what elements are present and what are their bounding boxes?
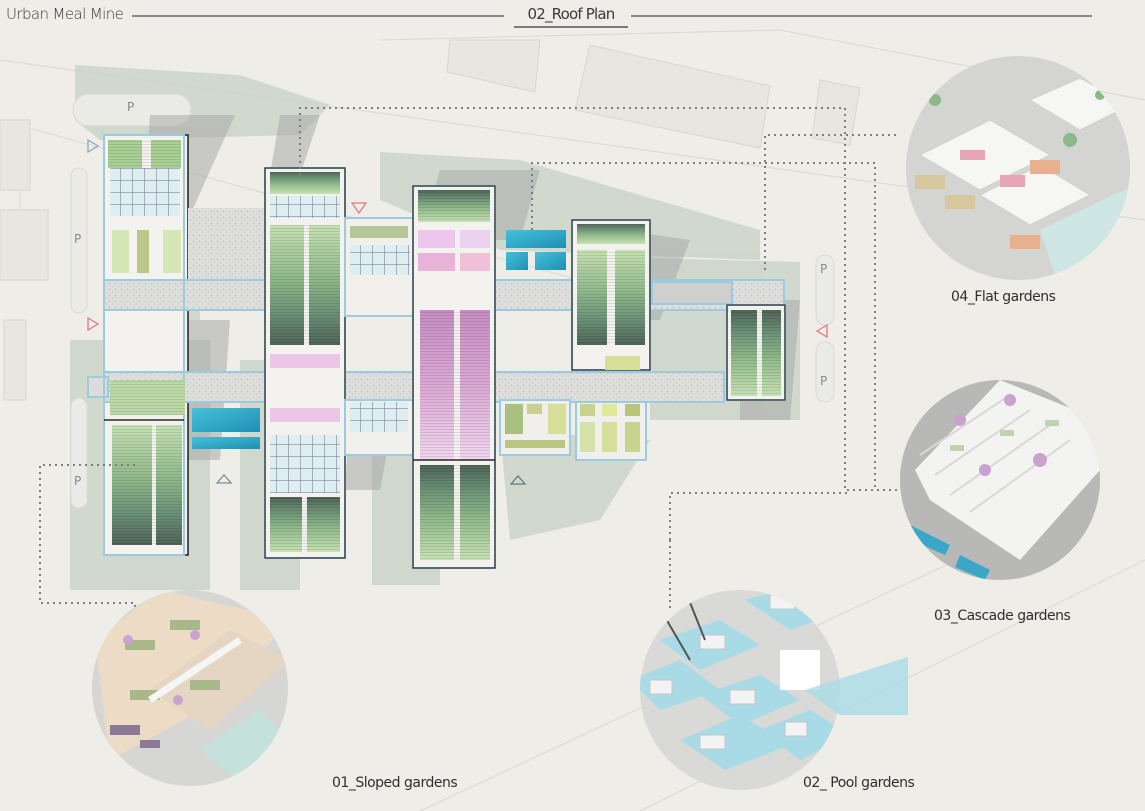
project-title: Urban Meal Mine [6, 5, 124, 23]
caption-sloped-gardens: 01_Sloped gardens [332, 775, 458, 791]
caption-pool-gardens: 02_ Pool gardens [803, 775, 915, 791]
header-rule-left [132, 15, 504, 17]
parking-label: P [127, 100, 135, 114]
parking-label: P [74, 474, 82, 488]
parking-label: P [820, 262, 828, 276]
parking-label: P [74, 232, 82, 246]
header-rule-right [631, 15, 1092, 17]
parking-label: P [820, 374, 828, 388]
caption-cascade-gardens: 03_Cascade gardens [934, 608, 1071, 624]
caption-flat-gardens: 04_Flat gardens [951, 289, 1056, 305]
sheet-title: 02_Roof Plan [514, 5, 628, 28]
